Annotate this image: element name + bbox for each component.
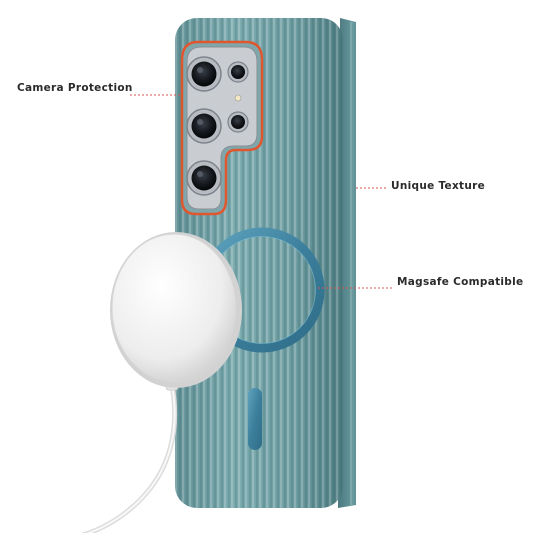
magsafe-alignment-slot (248, 388, 262, 450)
camera-protection-label: Camera Protection (17, 82, 133, 94)
magsafe-charger (110, 232, 242, 388)
camera-module (180, 40, 264, 216)
unique-texture-label: Unique Texture (391, 180, 486, 192)
magsafe-compatible-label: Magsafe Compatible (397, 276, 524, 288)
